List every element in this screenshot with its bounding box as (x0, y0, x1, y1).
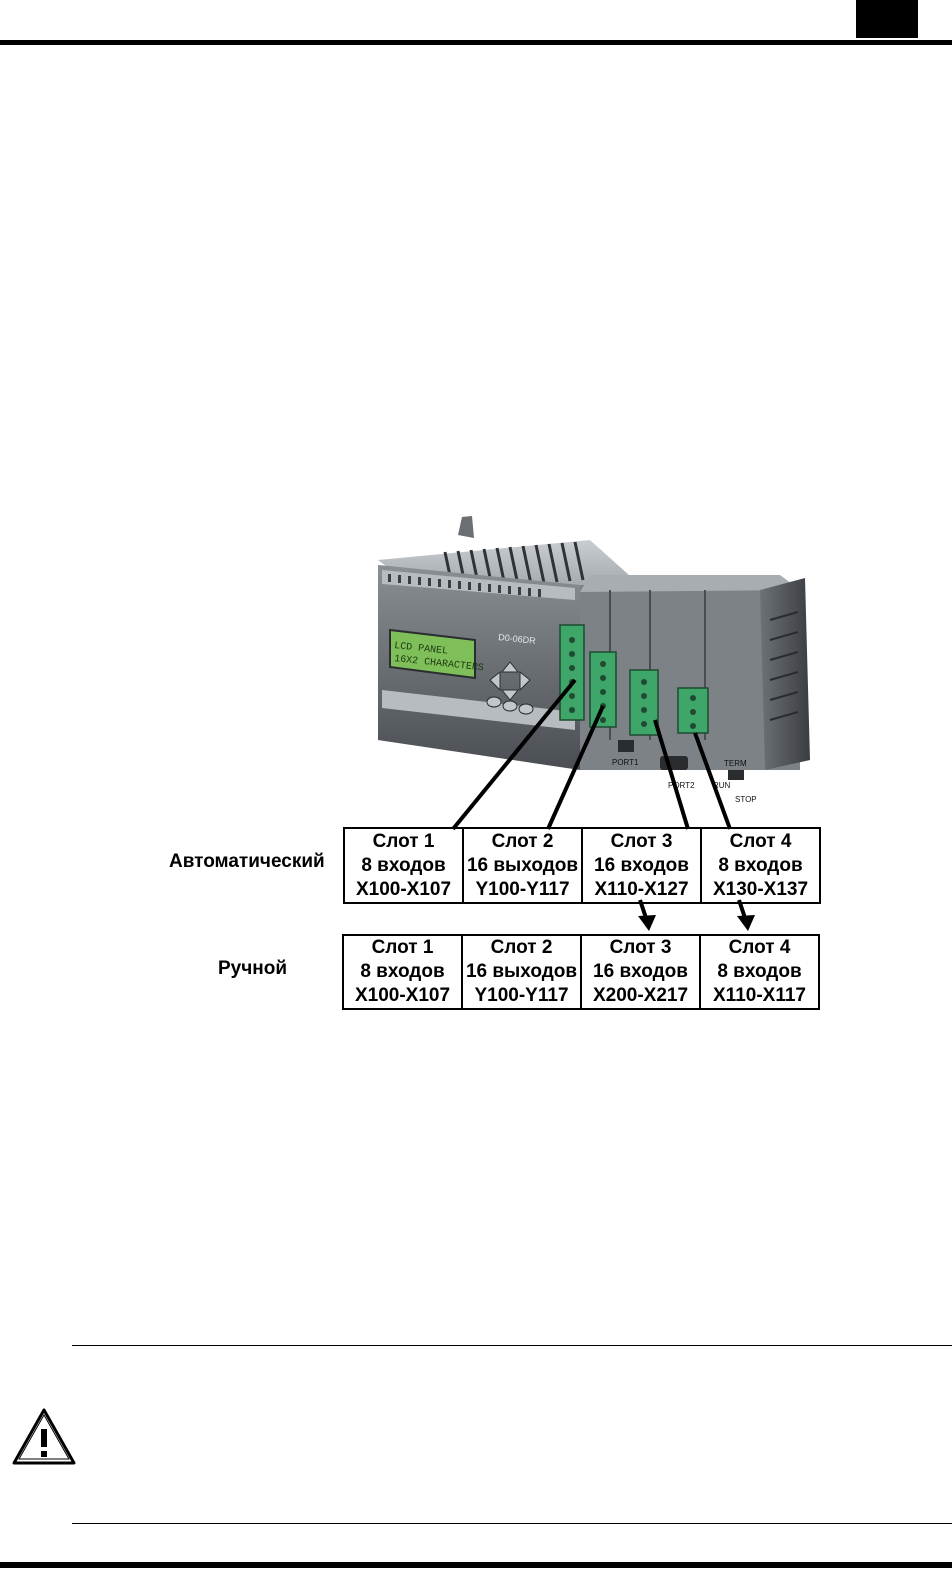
slot-arrows (638, 899, 755, 931)
term-label: TERM (724, 759, 747, 768)
auto-mode-label: Автоматический (169, 851, 325, 872)
port2-label: PORT2 (668, 781, 695, 790)
pointer-lines (451, 678, 732, 831)
page-corner-tab (856, 0, 918, 38)
run-label: RUN (713, 781, 731, 790)
note-top-rule (72, 1345, 952, 1346)
port1-label: PORT1 (612, 758, 639, 767)
footer-rule (0, 1562, 952, 1568)
manual-mode-label: Ручной (218, 958, 288, 979)
stop-label: STOP (735, 795, 757, 804)
plc-photo: LCD PANEL 16X2 CHARACTERS D0-06DR (378, 516, 810, 804)
note-bottom-rule (72, 1523, 952, 1524)
warning-icon (12, 1408, 76, 1465)
header-rule (0, 40, 952, 45)
model-label: D0-06DR (498, 632, 537, 646)
